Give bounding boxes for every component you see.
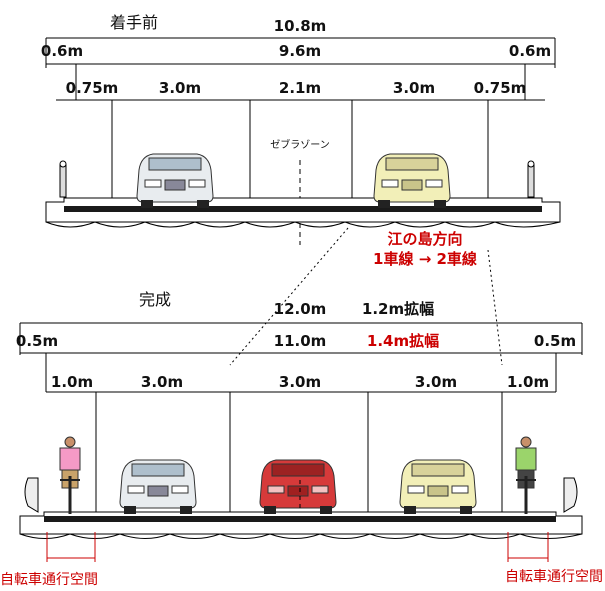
zebra-zone-label: ゼブラゾーン	[270, 138, 330, 151]
car-white-after	[119, 459, 197, 514]
before-lane-label: 3.0m	[159, 79, 201, 97]
before-lane-label: 3.0m	[393, 79, 435, 97]
after-lane-label: 3.0m	[141, 373, 183, 391]
after-road-surface	[44, 516, 556, 522]
after-side-left: 0.5m	[16, 332, 58, 350]
before-side-right: 0.6m	[509, 42, 551, 60]
after-total-widening: 1.2m拡幅	[362, 300, 434, 318]
after-lane-dividers	[95, 392, 503, 512]
bike-space-label-right: 自転車通行空間	[505, 568, 603, 585]
bike-space-marker-left	[46, 532, 96, 562]
dotted-guide-line	[487, 249, 503, 366]
before-lane-dividers	[111, 100, 489, 200]
direction-label: 江の島方向	[387, 230, 462, 248]
after-right-barrier	[563, 477, 578, 513]
after-lane-label: 3.0m	[415, 373, 457, 391]
dotted-guide-line	[229, 227, 349, 366]
after-total-width: 12.0m	[274, 300, 327, 318]
cyclist-right	[515, 436, 537, 514]
before-lane-label: 2.1m	[279, 79, 321, 97]
before-side-left: 0.6m	[41, 42, 83, 60]
before-right-barrier	[527, 160, 535, 198]
car-red-after	[259, 459, 337, 514]
after-title: 完成	[139, 290, 171, 309]
after-carriageway: 11.0m	[274, 332, 327, 350]
before-carriageway: 9.6m	[279, 42, 321, 60]
before-total-width: 10.8m	[274, 17, 327, 35]
cyclist-left	[59, 436, 81, 514]
before-title: 着手前	[110, 13, 158, 32]
after-side-right: 0.5m	[534, 332, 576, 350]
car-white-before	[136, 153, 214, 208]
after-lane-label: 3.0m	[279, 373, 321, 391]
after-section: 完成 12.0m 1.2m拡幅 0.5m 11.0m 1.4m拡幅 0.5m 1…	[0, 290, 603, 588]
before-road-surface	[64, 206, 542, 212]
before-left-barrier	[59, 160, 67, 198]
car-yellow-before	[373, 153, 451, 208]
bike-space-label-left: 自転車通行空間	[0, 571, 98, 588]
after-road-structure	[19, 511, 583, 539]
before-lane-label: 0.75m	[474, 79, 527, 97]
lane-change-label: 1車線 → 2車線	[373, 250, 477, 268]
car-yellow-after	[399, 459, 477, 514]
after-left-barrier	[24, 477, 39, 513]
direction-annotation: 江の島方向 1車線 → 2車線	[229, 227, 503, 366]
before-section: 着手前 10.8m 0.6m 9.6m 0.6m 0.75m 3.0m 2.1m…	[41, 13, 561, 245]
after-lane-label: 1.0m	[51, 373, 93, 391]
before-lane-label: 0.75m	[66, 79, 119, 97]
after-lane-label: 1.0m	[507, 373, 549, 391]
bike-space-marker-right	[507, 532, 549, 562]
before-road-structure	[45, 197, 561, 228]
after-carriageway-widening: 1.4m拡幅	[367, 332, 439, 350]
